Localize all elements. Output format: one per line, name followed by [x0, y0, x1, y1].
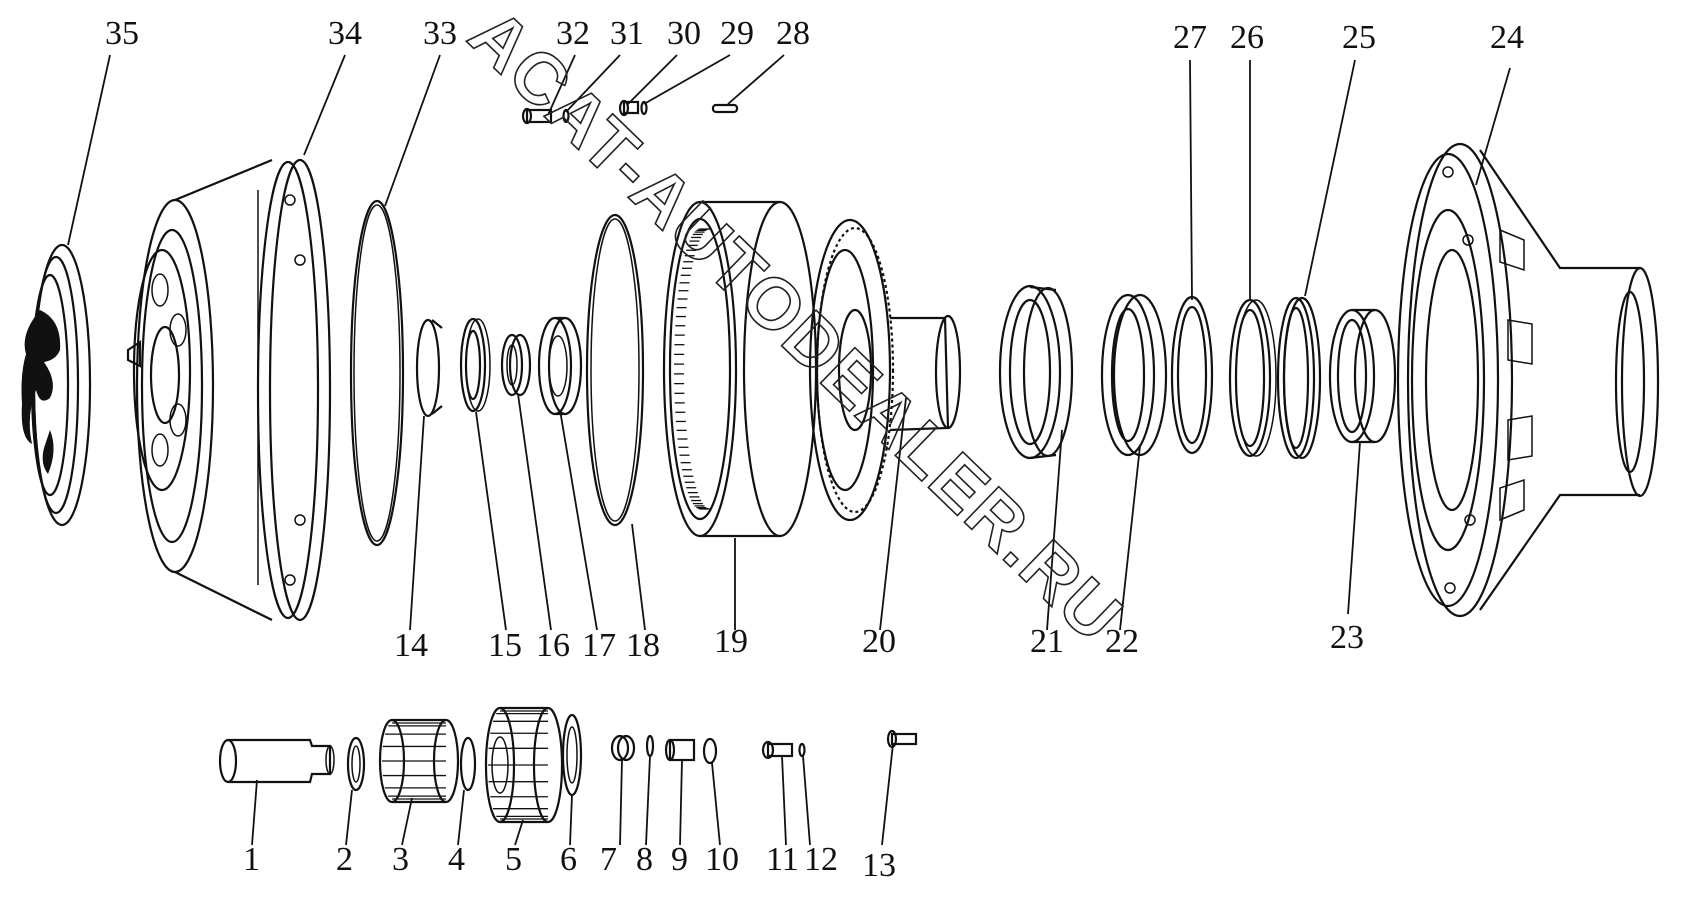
- label-26: 26: [1230, 19, 1264, 56]
- part-16-bushing: [500, 333, 532, 397]
- label-27: 27: [1173, 19, 1207, 56]
- part-22-seal: [1100, 293, 1168, 457]
- part-24-hub: [1396, 142, 1660, 618]
- part-number-labels: 35 34 33 32 31 30 29 28 27 26 25 24 14 1…: [105, 15, 1524, 884]
- label-14: 14: [394, 627, 428, 664]
- label-19: 19: [714, 623, 748, 660]
- part-14-retaining-ring: [415, 318, 443, 418]
- part-6-washer: [561, 713, 583, 797]
- label-31: 31: [610, 15, 644, 52]
- part-21-bearing: [998, 284, 1074, 460]
- part-4-ring: [459, 736, 477, 792]
- part-28-pin: [711, 103, 739, 114]
- leader-lines: [67, 54, 1511, 846]
- label-12: 12: [804, 841, 838, 878]
- part-27-ring: [1170, 295, 1214, 455]
- part-32-bolt: [521, 107, 553, 125]
- label-21: 21: [1030, 623, 1064, 660]
- part-1-shaft: [218, 738, 335, 784]
- label-16: 16: [536, 627, 570, 664]
- part-10-washer: [702, 737, 718, 765]
- label-34: 34: [328, 15, 362, 52]
- label-13: 13: [862, 847, 896, 884]
- part-19-ring-gear: [662, 200, 818, 538]
- part-11-bolt: [761, 740, 794, 760]
- label-35: 35: [105, 15, 139, 52]
- part-31-washer: [562, 108, 570, 124]
- label-17: 17: [582, 627, 616, 664]
- label-8: 8: [636, 841, 653, 878]
- label-33: 33: [423, 15, 457, 52]
- part-7-nut: [610, 734, 636, 762]
- part-26-ring: [1228, 298, 1277, 458]
- part-8-washer: [645, 734, 655, 758]
- label-18: 18: [626, 627, 660, 664]
- label-9: 9: [671, 841, 688, 878]
- label-20: 20: [862, 623, 896, 660]
- part-18-snap-ring: [585, 213, 645, 527]
- part-2-washer: [346, 736, 366, 792]
- label-15: 15: [488, 627, 522, 664]
- label-1: 1: [243, 841, 260, 878]
- label-29: 29: [720, 15, 754, 52]
- label-7: 7: [600, 841, 617, 878]
- part-12-washer: [798, 742, 806, 758]
- label-10: 10: [705, 841, 739, 878]
- label-25: 25: [1342, 19, 1376, 56]
- label-6: 6: [560, 841, 577, 878]
- part-15-bearing: [459, 317, 491, 413]
- label-32: 32: [556, 15, 590, 52]
- part-34-housing: [126, 158, 332, 622]
- label-11: 11: [766, 841, 799, 878]
- part-17-collar: [537, 316, 583, 416]
- label-24: 24: [1490, 19, 1524, 56]
- label-5: 5: [505, 841, 522, 878]
- part-9-pin: [664, 738, 696, 762]
- label-4: 4: [448, 841, 465, 878]
- part-5-gear: [484, 706, 564, 824]
- label-23: 23: [1330, 619, 1364, 656]
- part-20-carrier: [808, 218, 962, 522]
- label-28: 28: [776, 15, 810, 52]
- label-2: 2: [336, 841, 353, 878]
- label-3: 3: [392, 841, 409, 878]
- part-3-gear: [378, 718, 460, 804]
- label-22: 22: [1105, 623, 1139, 660]
- part-33-o-ring: [349, 199, 405, 547]
- label-30: 30: [667, 15, 701, 52]
- part-35-cover-plate: [21, 243, 92, 527]
- part-25-ring: [1276, 296, 1322, 460]
- part-29-washer: [640, 100, 648, 116]
- part-23-bushing: [1328, 308, 1397, 444]
- watermark: ACAT-AUTODEALER.RU: [454, 0, 1138, 658]
